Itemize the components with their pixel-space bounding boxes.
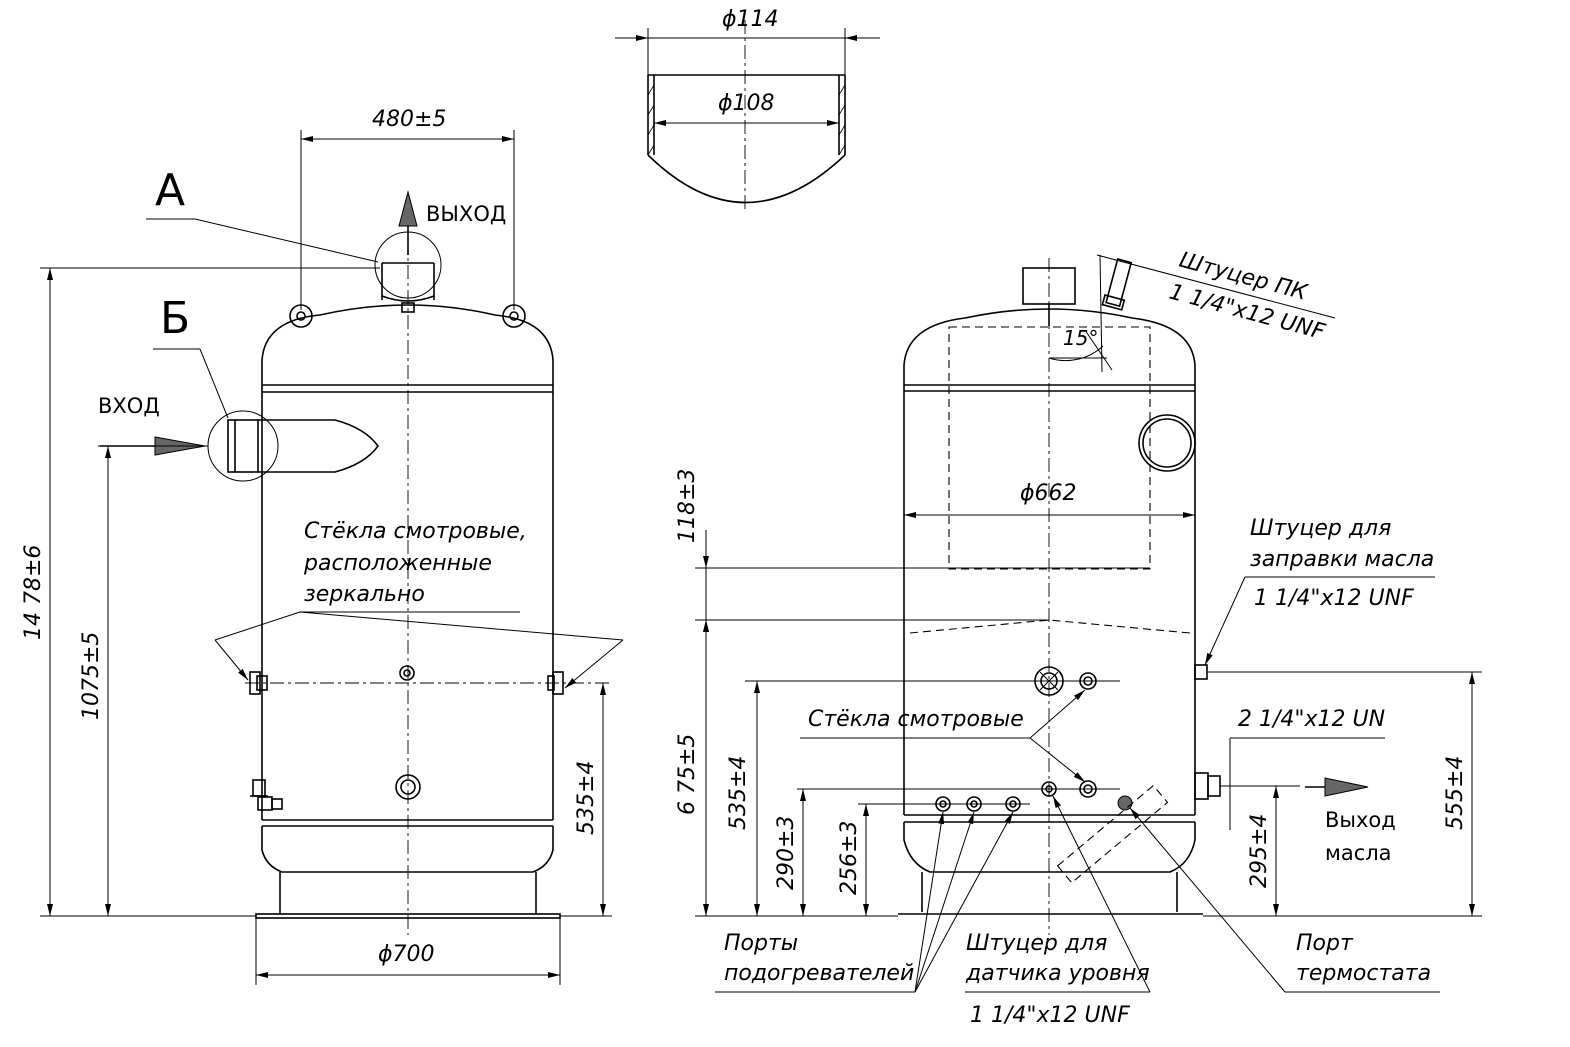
label-level-sensor-2: датчика уровня [965, 961, 1150, 986]
label-heater-ports-2: подогревателей [724, 961, 914, 986]
dim-height-535-right: 535±4 [726, 756, 751, 830]
dim-d700: ϕ700 [378, 942, 435, 967]
dim-height-555: 555±4 [1443, 756, 1468, 830]
label-sight-glasses-mirror-3: зеркально [304, 582, 425, 607]
dim-height-290: 290±3 [774, 816, 799, 890]
view-label-a: А [155, 165, 185, 216]
label-oil-fill-1: Штуцер для [1250, 516, 1391, 541]
label-oil-outlet-thread: 2 1/4"x12 UN [1238, 707, 1385, 732]
dim-height-675: 6 75±5 [675, 734, 700, 815]
label-outlet: ВЫХОД [426, 202, 506, 226]
label-sight-glasses-mirror-2: расположенные [303, 551, 492, 576]
dim-width-480: 480±5 [372, 107, 446, 132]
label-oil-outlet-2: масла [1325, 841, 1392, 865]
label-heater-ports-1: Порты [724, 931, 798, 956]
view-label-b: Б [160, 293, 190, 344]
label-thermostat-1: Порт [1296, 931, 1354, 956]
dim-height-295: 295±4 [1247, 814, 1272, 888]
label-level-sensor-1: Штуцер для [966, 931, 1107, 956]
left-view: А Б ВЫХОД ВХОД Стёкла смотровые, располо… [21, 107, 624, 985]
label-sight-glasses-mirror-1: Стёкла смотровые, [304, 519, 527, 544]
dim-d114: ϕ114 [722, 7, 779, 32]
dim-height-1075: 1075±5 [79, 632, 104, 720]
right-view: 15° Штуцер ПК 1 1/4"x12 UNF ϕ662 118±3 6… [675, 248, 1482, 1028]
label-thermostat-2: термостата [1296, 961, 1431, 986]
dim-angle-15: 15° [1063, 326, 1098, 350]
label-level-sensor-3: 1 1/4"x12 UNF [970, 1003, 1130, 1028]
dim-height-256: 256±3 [837, 821, 862, 895]
label-oil-outlet-1: Выход [1325, 808, 1396, 832]
dim-d108: ϕ108 [718, 91, 775, 116]
label-inlet: ВХОД [98, 394, 160, 418]
pipe-cap-detail: ϕ114 ϕ108 [615, 7, 880, 210]
dim-height-535-left: 535±4 [574, 761, 599, 835]
label-sight-glasses: Стёкла смотровые [808, 707, 1024, 732]
dim-height-1478: 14 78±6 [21, 545, 46, 640]
dim-d662: ϕ662 [1020, 481, 1077, 506]
dim-height-118: 118±3 [675, 469, 700, 543]
label-oil-fill-3: 1 1/4"x12 UNF [1254, 586, 1414, 611]
label-oil-fill-2: заправки масла [1250, 547, 1434, 572]
